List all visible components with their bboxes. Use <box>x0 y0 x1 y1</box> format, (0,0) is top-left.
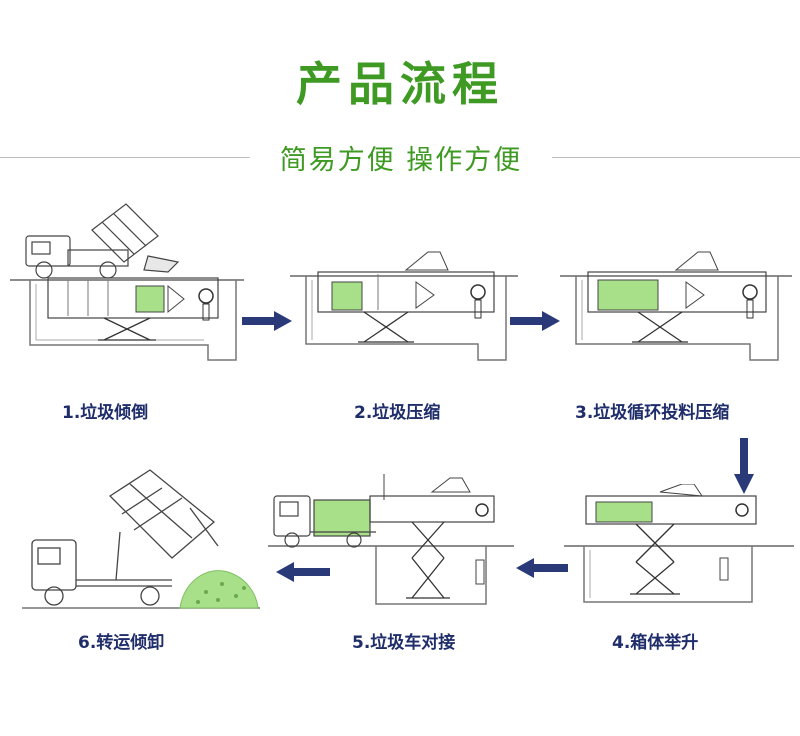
right-arrow-icon <box>510 311 560 331</box>
scissor-lift-icon <box>358 311 414 343</box>
step-4-label: 4.箱体举升 <box>612 633 699 653</box>
compactor-box-icon <box>587 251 767 319</box>
scissor-lift-icon <box>632 311 688 343</box>
truck-icon <box>25 203 180 279</box>
compactor-box-icon <box>317 251 495 319</box>
step-6-label: 6.转运倾卸 <box>78 633 165 653</box>
truck-icon <box>31 469 219 606</box>
page-subtitle: 简易方便 操作方便 <box>279 145 523 176</box>
step-5-label: 5.垃圾车对接 <box>352 633 456 653</box>
compactor-box-icon <box>585 484 757 525</box>
scissor-lift-icon <box>98 317 156 341</box>
left-divider <box>0 157 250 158</box>
waste-pile <box>179 570 259 609</box>
stage-1-diagram <box>10 203 244 361</box>
stage-5-diagram <box>268 474 514 605</box>
truck-icon <box>273 495 376 548</box>
down-arrow-icon <box>734 438 754 494</box>
step-1-label: 1.垃圾倾倒 <box>62 403 149 423</box>
scissor-lift-icon <box>406 521 450 599</box>
scissor-lift-icon <box>630 523 680 595</box>
stage-4-diagram <box>564 484 794 603</box>
right-arrow-icon <box>242 311 292 331</box>
compactor-box-icon <box>369 474 495 523</box>
right-divider <box>552 157 800 158</box>
stage-2-diagram <box>290 251 518 361</box>
left-arrow-icon <box>276 562 330 582</box>
stage-3-diagram <box>560 251 792 361</box>
compactor-box-icon <box>47 277 219 321</box>
page-title: 产品流程 <box>296 57 504 111</box>
subtitle-row: 简易方便 操作方便 <box>0 138 800 178</box>
left-arrow-icon <box>516 558 568 578</box>
step-3-label: 3.垃圾循环投料压缩 <box>575 403 730 423</box>
stage-6-diagram <box>22 469 260 609</box>
step-2-label: 2.垃圾压缩 <box>354 403 441 423</box>
